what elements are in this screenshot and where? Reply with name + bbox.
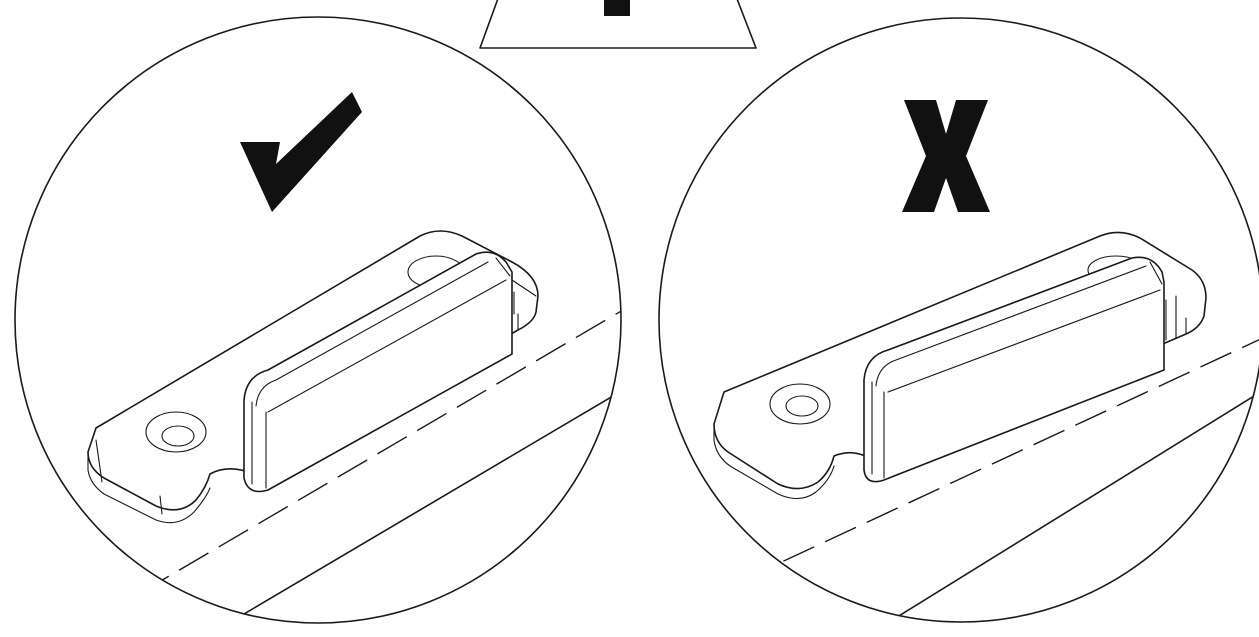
panel-incorrect	[658, 17, 1259, 623]
panel-circle-right	[658, 17, 1259, 623]
check-mark-icon	[240, 92, 362, 212]
warning-triangle-icon	[479, 0, 757, 49]
screw-hole-front	[145, 411, 207, 453]
magnet-block	[863, 256, 1165, 483]
x-mark-icon	[902, 100, 990, 212]
magnet-block	[243, 251, 513, 493]
panel-circle-left	[14, 16, 622, 624]
surface-edge-line	[199, 379, 621, 623]
surface-edge-line	[859, 379, 1259, 622]
screw-hole-front	[769, 383, 831, 425]
panel-correct	[14, 16, 622, 624]
dashed-edge-line	[699, 329, 1259, 601]
